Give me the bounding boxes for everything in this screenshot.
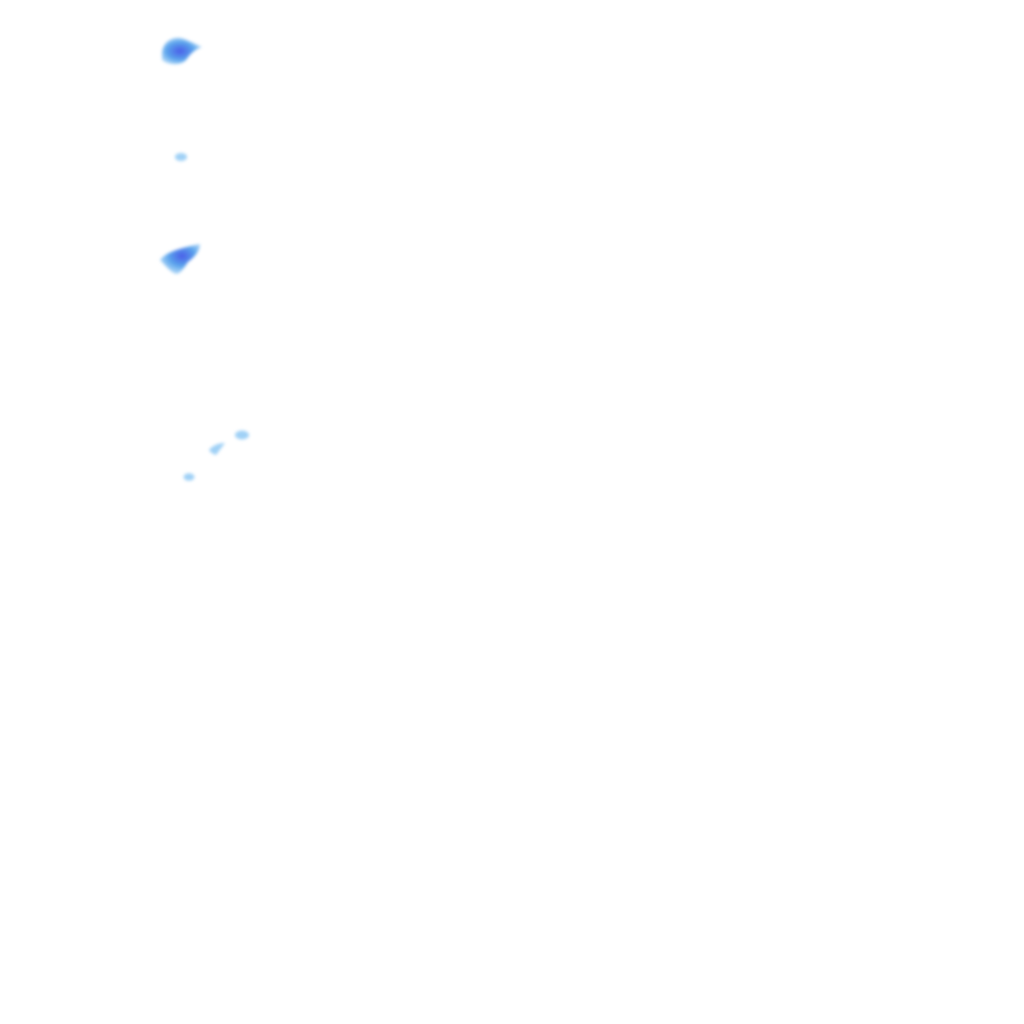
blue-speck-icon: [232, 428, 252, 442]
blue-blob-icon: [156, 32, 208, 72]
blue-speck-icon: [180, 470, 198, 484]
blue-blob-icon: [156, 238, 208, 280]
blue-speck-icon: [206, 440, 228, 458]
blue-speck-icon: [172, 150, 190, 164]
